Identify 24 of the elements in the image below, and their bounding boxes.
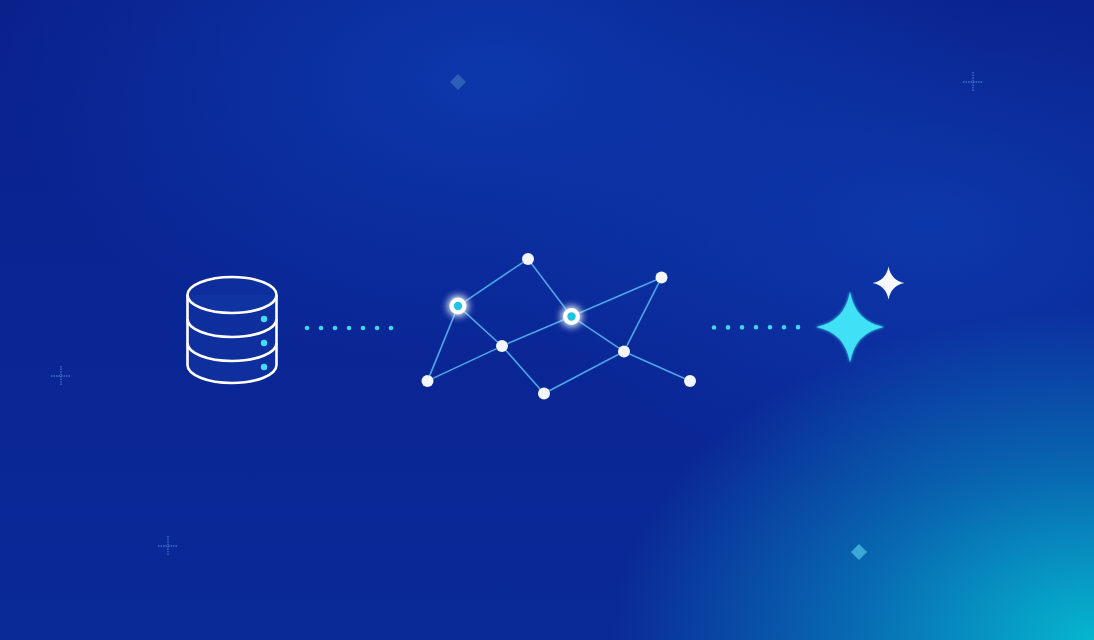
connector-line: [530, 263, 568, 311]
connector-line: [505, 349, 541, 390]
connector-line: [548, 353, 620, 392]
connector-line: [577, 320, 620, 349]
database-icon: [186, 275, 278, 385]
node-dot: [684, 375, 696, 387]
connector-line: [506, 319, 565, 345]
connector-line: [628, 353, 686, 380]
node-dot: [618, 345, 630, 358]
node-dot: [522, 253, 534, 265]
connector-line: [464, 261, 524, 303]
node-dot: [421, 375, 434, 387]
network-graph: [421, 253, 696, 400]
connector-line: [625, 282, 660, 347]
connector-line: [429, 313, 456, 377]
glowing-node-ring: [563, 308, 580, 325]
node-dot: [655, 271, 668, 284]
sparkle-icon: [816, 291, 884, 363]
node-dot: [538, 387, 550, 400]
glowing-node-ring: [449, 297, 467, 315]
connector-line: [432, 347, 498, 380]
connector-line: [463, 310, 499, 343]
connector-line: [578, 279, 657, 314]
node-dot: [496, 340, 508, 352]
